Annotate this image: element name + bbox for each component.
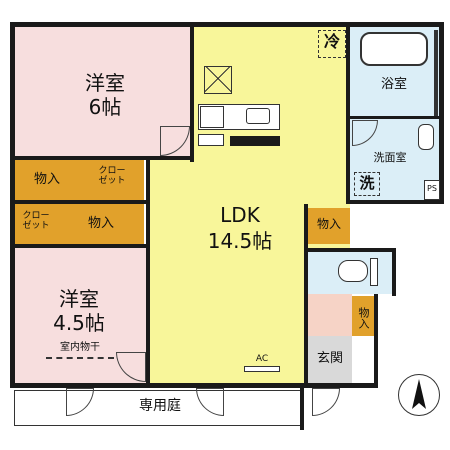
ldk-extension — [150, 160, 194, 384]
storage-4 — [352, 296, 374, 336]
entrance — [308, 336, 352, 384]
toilet-icon — [338, 260, 368, 282]
storage-1 — [14, 160, 80, 200]
wall-w1-bottom — [10, 156, 194, 160]
garden-name: 専用庭 — [139, 398, 181, 414]
washroom-name: 洗面室 — [373, 151, 407, 164]
wall-right-top — [439, 22, 444, 202]
range-hood-icon — [204, 66, 232, 94]
wall-storage-mid — [10, 200, 150, 204]
indoor-dry-line — [46, 357, 114, 359]
wall-bath-bottom — [348, 116, 444, 119]
toilet-tank — [370, 258, 378, 286]
western1-name: 洋室 — [85, 71, 125, 95]
wall-left — [10, 22, 15, 388]
private-garden — [14, 390, 302, 426]
wall-bottom — [10, 383, 308, 388]
storage-2 — [58, 204, 144, 244]
washer-symbol: 洗 — [359, 174, 375, 192]
closet-2-label: クロー ゼット — [22, 211, 50, 232]
western1-size: 6帖 — [88, 95, 122, 119]
wall-wet-bottom — [348, 200, 444, 204]
counter-bar — [198, 134, 224, 146]
ac-unit — [244, 366, 280, 372]
wall-w1-right — [190, 22, 194, 162]
wall-w2-top — [10, 244, 150, 248]
ldk-name: LDK — [220, 203, 260, 227]
ac-label: AC — [255, 354, 269, 364]
washbasin-icon — [418, 124, 434, 150]
wall-toilet-right — [392, 250, 396, 296]
closet-1-label: クロー ゼット — [98, 166, 126, 187]
ldk-size: 14.5帖 — [207, 229, 273, 253]
sink-icon — [246, 108, 270, 124]
storage-3 — [308, 208, 350, 244]
wall-w2-right — [146, 156, 150, 388]
north-arrow-icon — [398, 374, 440, 416]
door-entrance — [312, 388, 340, 416]
storage-2-label: 物入 — [87, 216, 114, 231]
washer-space — [354, 172, 380, 196]
fridge-symbol: 冷 — [323, 32, 340, 51]
western-room-4-5 — [14, 248, 150, 384]
wall-ldk-right — [346, 22, 350, 204]
wall-inner-left — [304, 204, 308, 386]
stove-icon — [200, 106, 224, 128]
storage-3-label: 物入 — [316, 217, 341, 231]
western2-size: 4.5帖 — [53, 311, 105, 335]
bathtub-icon — [360, 32, 428, 66]
counter-bar-2 — [230, 136, 280, 146]
wall-top — [10, 22, 444, 27]
bath-separator — [434, 30, 438, 116]
garden-divider — [300, 384, 304, 430]
closet-1 — [80, 160, 144, 200]
entrance-name: 玄関 — [316, 351, 343, 366]
ps-label: PS — [427, 184, 437, 193]
western2-name: 洋室 — [59, 287, 99, 311]
fridge-space — [318, 30, 346, 58]
closet-2 — [14, 204, 58, 244]
indoor-dry-label: 室内物干 — [60, 342, 100, 353]
wall-entrance-right — [374, 294, 378, 388]
storage-1-label: 物入 — [33, 172, 60, 187]
storage-4-label: 物入 — [357, 307, 370, 329]
ps-box — [424, 180, 440, 200]
hallway — [308, 294, 352, 336]
wall-toilet-top — [304, 248, 396, 252]
bath-name: 浴室 — [380, 77, 407, 92]
wall-entrance-bottom — [304, 383, 378, 388]
